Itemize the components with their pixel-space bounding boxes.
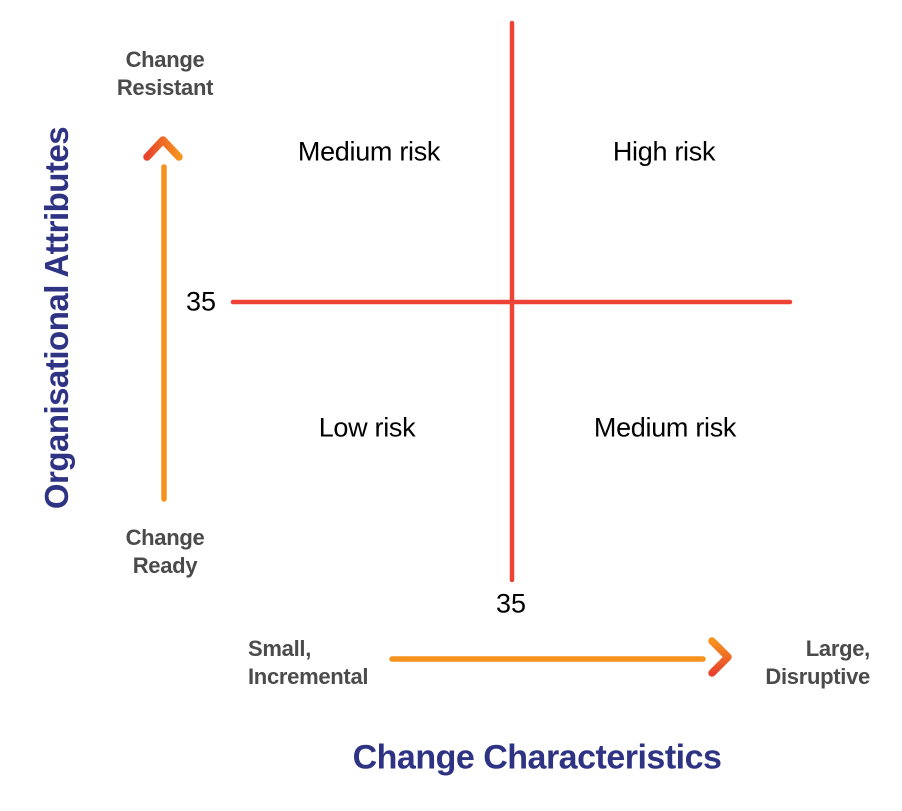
quadrant-top-left-label: Medium risk: [297, 136, 441, 167]
y-axis-arrowhead-icon: [143, 136, 183, 161]
y-threshold-value: 35: [185, 286, 217, 317]
x-axis-high-label-line2: Disruptive: [765, 664, 870, 689]
y-axis-title: Organisational Attributes: [38, 126, 75, 510]
x-axis-high-label: Large, Disruptive: [765, 635, 870, 691]
y-axis-low-label-line1: Change: [125, 525, 205, 550]
x-axis-high-label-line1: Large,: [805, 636, 871, 661]
y-axis-low-label-line2: Ready: [132, 553, 198, 578]
y-axis-high-label-line2: Resistant: [116, 75, 214, 100]
quadrant-bottom-right-label: Medium risk: [593, 412, 737, 443]
x-axis-low-label-line1: Small,: [248, 636, 312, 661]
x-threshold-value: 35: [495, 588, 527, 619]
quadrant-bottom-left-label: Low risk: [318, 412, 416, 443]
y-axis-low-label: Change Ready: [126, 524, 205, 580]
x-axis-low-label-line2: Incremental: [248, 664, 369, 689]
y-axis-high-label-line1: Change: [125, 47, 205, 72]
y-axis-high-label: Change Resistant: [116, 46, 214, 102]
x-axis-low-label: Small, Incremental: [248, 635, 369, 691]
x-axis-arrowhead-icon: [708, 637, 732, 677]
x-axis-title: Change Characteristics: [352, 738, 722, 777]
quadrant-top-right-label: High risk: [612, 136, 716, 167]
